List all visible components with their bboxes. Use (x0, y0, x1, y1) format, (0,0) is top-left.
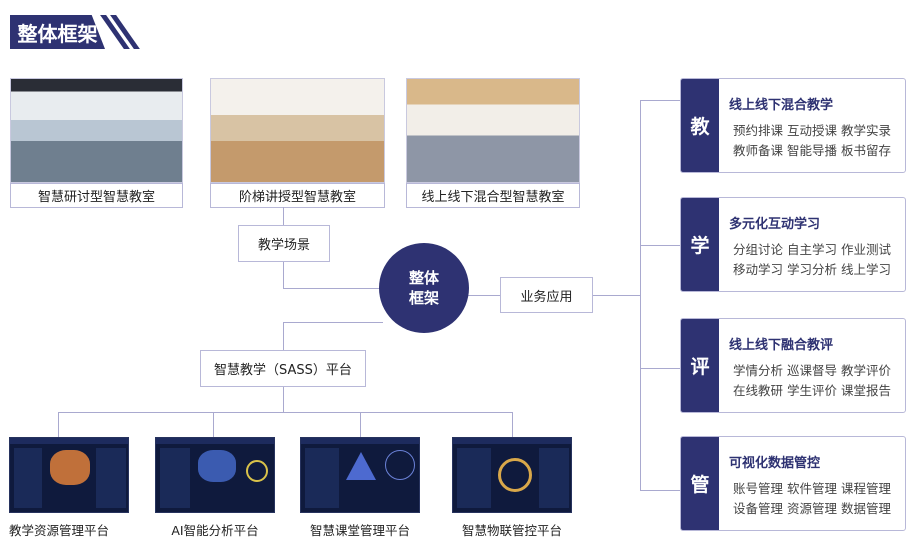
connector (283, 387, 284, 412)
card-title: 线上线下混合教学 (729, 98, 834, 113)
connector (213, 412, 214, 437)
connector (283, 322, 284, 350)
platform-caption: 智慧物联管控平台 (461, 523, 562, 538)
classroom-photo-lecture (210, 78, 385, 183)
overall-framework-circle: 整体框架 (379, 243, 469, 333)
connector (640, 100, 680, 101)
platform-caption: 教学资源管理平台 (8, 523, 109, 538)
dashboard-thumbnail-ai (155, 437, 275, 513)
center-line1: 整体 (408, 269, 439, 287)
card-title: 可视化数据管控 (729, 456, 821, 471)
connector (283, 322, 383, 323)
teaching-scene-label: 教学场景 (238, 225, 330, 262)
card-title: 多元化互动学习 (729, 217, 821, 232)
dashboard-thumbnail-iot (452, 437, 572, 513)
connector (640, 490, 680, 491)
card-side-label: 学 (681, 198, 719, 291)
app-card-teach: 教 线上线下混合教学 预约排课 互动授课 教学实录 教师备课 智能导播 板书留存 (680, 78, 906, 173)
connector (58, 412, 59, 437)
classroom-caption: 线上线下混合型智慧教室 (406, 183, 580, 208)
dashboard-thumbnail-classroom (300, 437, 420, 513)
connector (640, 368, 680, 369)
connector (58, 412, 513, 413)
business-application-label: 业务应用 (500, 277, 593, 313)
connector (283, 207, 284, 225)
classroom-caption: 阶梯讲授型智慧教室 (210, 183, 385, 208)
card-line: 账号管理 软件管理 课程管理 (733, 481, 891, 496)
card-side-label: 管 (681, 437, 719, 530)
connector (512, 412, 513, 437)
card-line: 学情分析 巡课督导 教学评价 (733, 363, 891, 378)
card-line: 在线教研 学生评价 课堂报告 (733, 383, 891, 398)
connector (640, 245, 680, 246)
classroom-photo-hybrid (406, 78, 580, 183)
card-title: 线上线下融合教评 (729, 338, 834, 353)
connector (465, 295, 500, 296)
card-side-label: 教 (681, 79, 719, 172)
section-title-banner: 整体框架 (10, 15, 105, 49)
connector (283, 288, 383, 289)
dashboard-thumbnail-resource (9, 437, 129, 513)
app-card-manage: 管 可视化数据管控 账号管理 软件管理 课程管理 设备管理 资源管理 数据管理 (680, 436, 906, 531)
card-line: 移动学习 学习分析 线上学习 (733, 262, 891, 277)
app-card-learn: 学 多元化互动学习 分组讨论 自主学习 作业测试 移动学习 学习分析 线上学习 (680, 197, 906, 292)
platform-caption: AI智能分析平台 (171, 523, 259, 538)
card-side-label: 评 (681, 319, 719, 412)
card-line: 预约排课 互动授课 教学实录 (733, 123, 891, 138)
classroom-photo-seminar (10, 78, 183, 183)
connector (283, 262, 284, 288)
platform-caption: 智慧课堂管理平台 (309, 523, 410, 538)
connector (593, 295, 640, 296)
connector (360, 412, 361, 437)
platform-label: 智慧教学（SASS）平台 (200, 350, 366, 387)
card-line: 分组讨论 自主学习 作业测试 (733, 242, 891, 257)
app-card-evaluate: 评 线上线下融合教评 学情分析 巡课督导 教学评价 在线教研 学生评价 课堂报告 (680, 318, 906, 413)
classroom-caption: 智慧研讨型智慧教室 (10, 183, 183, 208)
card-line: 教师备课 智能导播 板书留存 (733, 143, 891, 158)
connector (640, 100, 641, 490)
center-line2: 框架 (408, 289, 439, 307)
card-line: 设备管理 资源管理 数据管理 (733, 501, 891, 516)
